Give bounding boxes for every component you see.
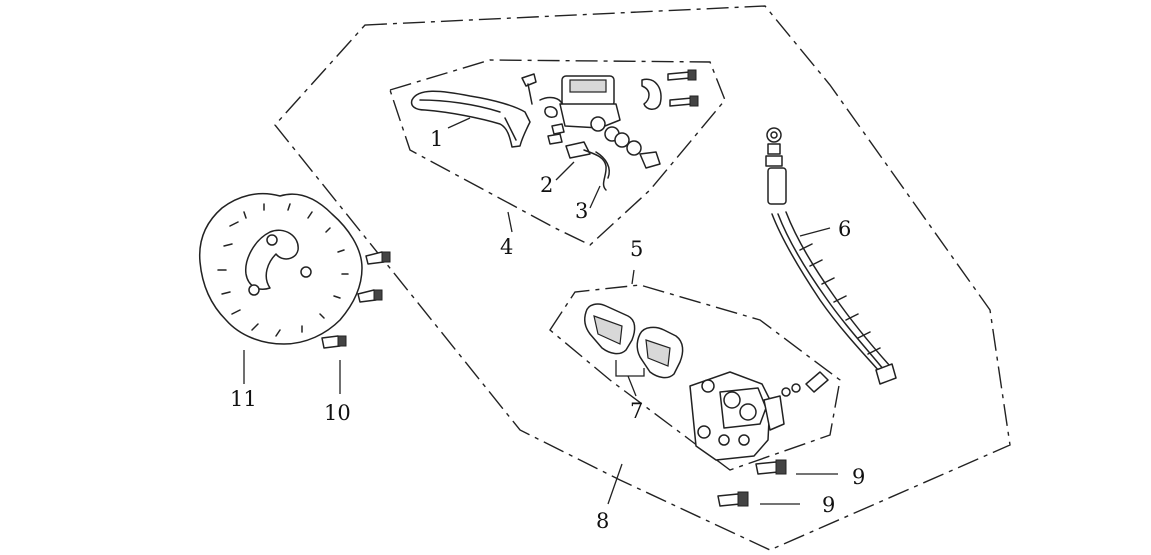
washers-seals [547,123,661,169]
callout-3: 3 [575,199,588,223]
handlebar-clamp [641,69,699,110]
callout-6: 6 [838,217,851,241]
callout-10: 10 [324,401,351,425]
brake-disc [198,192,363,345]
callout-1: 1 [430,127,443,151]
caliper-bolt-upper [755,459,787,475]
brake-caliper [689,371,829,461]
disc-bolt-3 [321,335,347,349]
assembly-outline-5 [549,284,841,471]
disc-bolts [321,251,391,349]
brake-pads [584,303,684,379]
clamp-bolt-lower [669,95,699,107]
callout-7: 7 [630,399,643,423]
caliper-bolts [717,459,787,507]
disc-bolt-2 [357,289,383,303]
assembly-outline-8 [274,5,1011,551]
assembly-outline-4 [389,59,726,246]
brake-lever [410,90,531,148]
callout-9-lower: 9 [822,493,835,517]
master-cylinder [539,75,621,132]
clamp-bolt-upper [667,69,697,81]
callout-11: 11 [230,387,257,411]
callout-8: 8 [596,509,609,533]
callout-5: 5 [630,237,643,261]
callout-4: 4 [500,235,513,259]
callout-2: 2 [540,173,553,197]
disc-bolt-1 [365,251,391,265]
callout-9-upper: 9 [852,465,865,489]
leader-lines [243,117,838,505]
pivot-bolt [521,73,537,105]
brake-hose [765,127,897,385]
brake-switch [565,141,610,191]
caliper-bolt-lower [717,491,749,507]
